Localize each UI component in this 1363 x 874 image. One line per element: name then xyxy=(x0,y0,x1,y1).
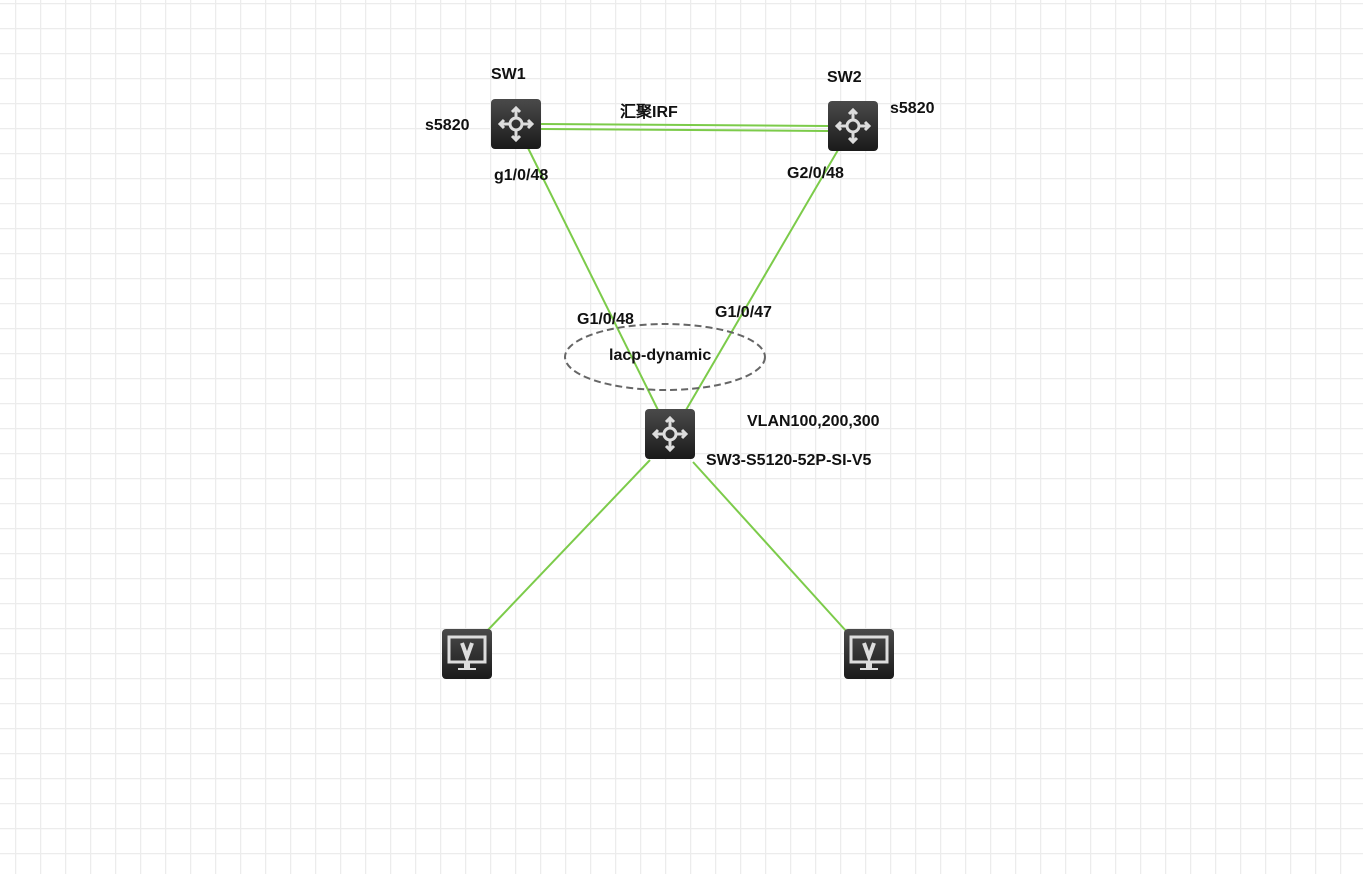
link-sw1-sw3[interactable] xyxy=(527,147,659,411)
sw3-name: SW3-S5120-52P-SI-V5 xyxy=(706,452,872,469)
pc2[interactable] xyxy=(844,629,894,679)
irf-link-b[interactable] xyxy=(540,128,829,132)
switch-sw1[interactable] xyxy=(491,99,541,149)
switch-icon xyxy=(834,107,872,145)
sw1-model: s5820 xyxy=(425,117,470,134)
switch-sw3[interactable] xyxy=(645,409,695,459)
lacp-label: lacp-dynamic xyxy=(609,347,712,364)
irf-label: 汇聚IRF xyxy=(620,104,678,121)
switch-sw2[interactable] xyxy=(828,101,878,151)
switch-icon xyxy=(651,415,689,453)
lacp-ellipse xyxy=(564,323,766,391)
switch-icon xyxy=(497,105,535,143)
monitor-icon xyxy=(447,635,487,670)
sw2-name: SW2 xyxy=(827,69,862,86)
sw1-port: g1/0/48 xyxy=(494,167,549,184)
sw2-model: s5820 xyxy=(890,100,935,117)
pc1[interactable] xyxy=(442,629,492,679)
link-sw3-pc2[interactable] xyxy=(692,461,848,633)
sw1-name: SW1 xyxy=(491,66,526,83)
link-sw3-pc1[interactable] xyxy=(486,459,651,632)
monitor-icon xyxy=(849,635,889,670)
sw3-vlans: VLAN100,200,300 xyxy=(747,413,880,430)
sw2-port: G2/0/48 xyxy=(787,165,844,182)
link-sw2-sw3[interactable] xyxy=(685,149,839,411)
irf-link-a[interactable] xyxy=(540,123,829,127)
sw3-port-a: G1/0/48 xyxy=(577,311,634,328)
sw3-port-b: G1/0/47 xyxy=(715,304,772,321)
